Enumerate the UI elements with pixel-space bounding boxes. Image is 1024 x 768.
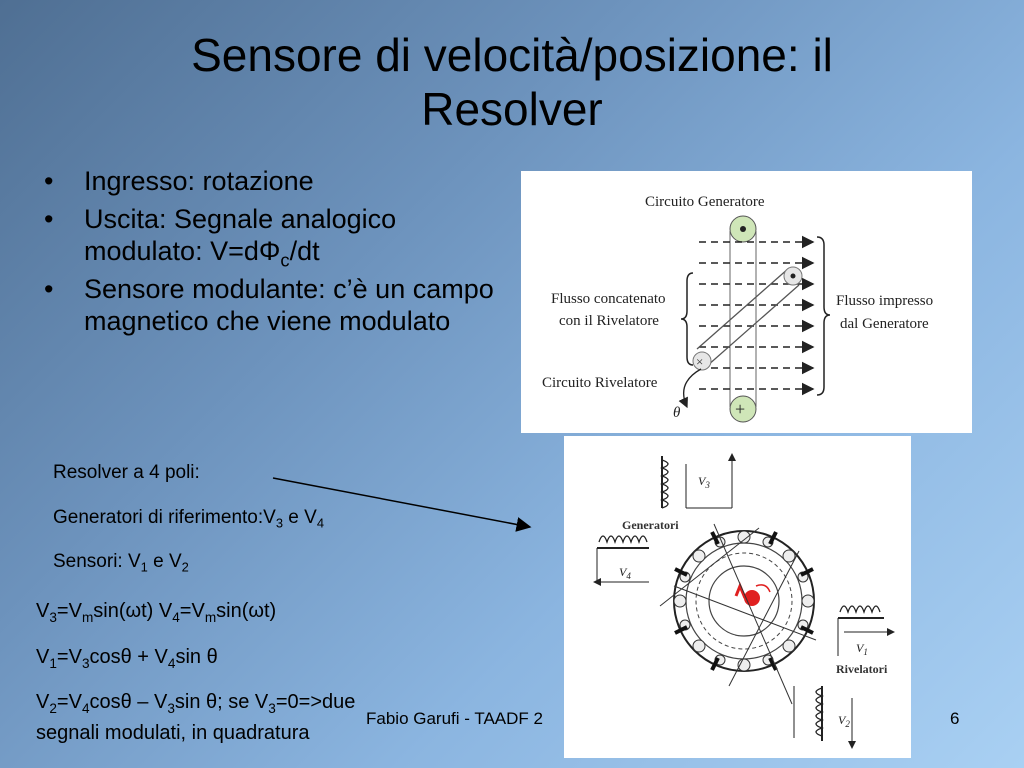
note-text: e V [147,551,182,572]
stator-slots [673,530,815,672]
bullet-text: Sensore modulante: c’è un campo magnetic… [84,274,494,336]
footer-author: Fabio Garufi - TAADF 2 [366,709,543,728]
note-resolver: Resolver a 4 poli: [53,462,200,483]
svg-text:V1: V1 [856,641,868,657]
title-line-1: Sensore di velocità/posizione: il [191,29,833,81]
label-generator-circuit: Circuito Generatore [645,194,765,210]
note-text: Generatori di riferimento:V [53,507,276,528]
label-detectors: Rivelatori [836,662,888,676]
bullet-text-tail: /dt [289,236,320,266]
page-number: 6 [950,709,960,728]
field-lines [659,523,817,705]
plus-symbol: + [735,399,745,419]
bullet-dot: • [44,166,54,196]
resolver-schematic-figure: Circuito Generatore + × Flusso c [521,171,972,433]
label-linked-flux-2: con il Rivelatore [559,313,659,329]
note-sub: 3 [275,515,284,531]
label-impressed-flux-1: Flusso impresso [836,293,933,309]
coil-v3: V3 [659,453,736,509]
bullet-item-output: • Uscita: Segnale analogico modulato: V=… [40,203,510,271]
theta-arc [678,368,702,409]
label-generators: Generatori [622,518,679,532]
title-line-2: Resolver [421,83,603,135]
bullet-subscript: c [280,249,290,271]
note-sensors: Sensori: V1 e V2 [53,551,189,573]
svg-text:V4: V4 [619,565,631,581]
generator-coil-plus [729,395,757,423]
cross-symbol: × [696,354,703,369]
bullet-dot: • [44,204,54,234]
note-generators: Generatori di riferimento:V3 e V4 [53,507,324,529]
bullet-text: Uscita: Segnale analogico modulato: V=dΦ [84,204,397,266]
label-theta: θ [673,405,681,421]
note-text: e V [283,507,317,528]
bullet-dot: • [44,274,54,304]
bullet-list: • Ingresso: rotazione • Uscita: Segnale … [40,165,510,343]
note-sub: 4 [316,515,325,531]
pole-marks [674,531,814,671]
note-sub: 2 [181,559,189,575]
label-linked-flux-1: Flusso concatenato [551,291,666,307]
formula-v1: V1=V3cosθ + V4sin θ [36,646,218,671]
coil-v1: V1 [837,605,895,657]
formula-v3-v4: V3=Vmsin(ωt) V4=Vmsin(ωt) [36,600,277,625]
svg-text:V2: V2 [838,713,850,729]
right-brace [816,236,831,396]
coil-v2: V2 [793,686,856,749]
left-brace [680,272,694,366]
bullet-item-modulating-sensor: • Sensore modulante: c’è un campo magnet… [40,273,510,337]
label-impressed-flux-2: dal Generatore [840,316,929,332]
formula-v2-line2: segnali modulati, in quadratura [36,722,310,744]
note-sub: 1 [140,559,148,575]
four-pole-resolver-figure: V3 Generatori V4 [564,436,911,758]
detector-coil-cross [692,351,712,371]
slide-title: Sensore di velocità/posizione: il Resolv… [40,28,984,136]
label-detector-circuit: Circuito Rivelatore [542,375,658,391]
coil-v4: V4 [593,535,649,586]
note-text: Sensori: V [53,551,141,572]
bullet-item-input: • Ingresso: rotazione [40,165,510,197]
bullet-text: Ingresso: rotazione [84,166,314,196]
formula-v2: V2=V4cosθ – V3sin θ; se V3=0=>due [36,691,356,716]
resolver-schematic-svg: Circuito Generatore + × Flusso c [542,194,933,423]
svg-text:V3: V3 [698,474,710,490]
four-pole-resolver-svg: V3 Generatori V4 [593,453,895,749]
